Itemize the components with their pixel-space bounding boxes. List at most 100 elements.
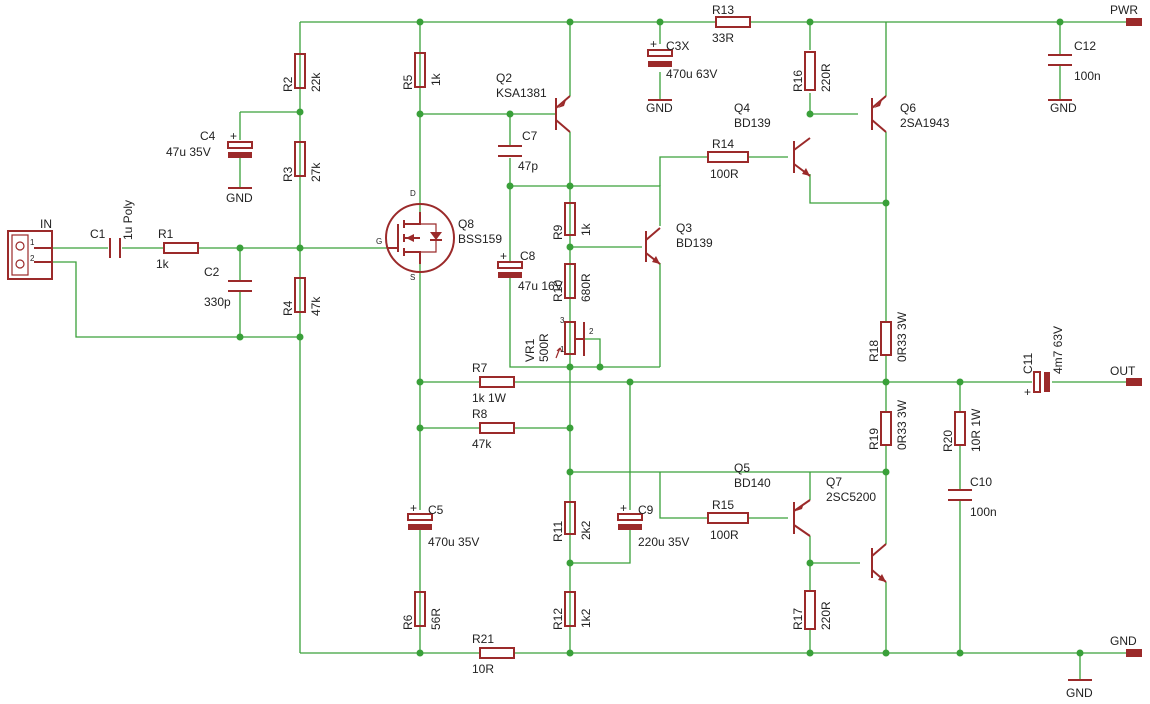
resistor-r6[interactable]: R6 56R: [401, 591, 443, 630]
resistor-r20[interactable]: R20 10R 1W: [941, 408, 983, 452]
r4-name: R4: [281, 300, 295, 316]
capacitor-c2[interactable]: C2 330p: [204, 265, 252, 309]
gnd-port-label: GND: [1110, 634, 1137, 648]
c3x-value: 470u 63V: [666, 67, 717, 81]
r11-value: 2k2: [579, 520, 593, 540]
capacitor-c8[interactable]: + C8 47u 16V: [497, 249, 563, 293]
gnd-port[interactable]: GND: [1110, 634, 1142, 657]
c9-name: C9: [638, 503, 654, 517]
transistor-q2[interactable]: Q2 KSA1381: [496, 71, 571, 133]
capacitor-c1[interactable]: C1 1u Poly: [90, 200, 135, 258]
vr1-value: 500R: [537, 333, 551, 362]
r5-value: 1k: [429, 72, 443, 86]
capacitor-c4[interactable]: + C4 47u 35V: [166, 129, 253, 159]
transistor-q7[interactable]: Q7 2SC5200: [826, 475, 887, 583]
q8-value: BSS159: [458, 232, 502, 246]
resistor-r14[interactable]: R14 100R: [707, 137, 749, 181]
out-port-label: OUT: [1110, 364, 1136, 378]
r16-name: R16: [791, 70, 805, 92]
resistor-r5[interactable]: R5 1k: [401, 52, 443, 90]
r8-name: R8: [472, 407, 488, 421]
out-port[interactable]: OUT: [1110, 364, 1142, 386]
c7-value: 47p: [518, 159, 538, 173]
r13-value: 33R: [712, 31, 734, 45]
resistor-r4[interactable]: R4 47k: [281, 277, 323, 316]
capacitor-c9[interactable]: + C9 220u 35V: [617, 501, 689, 549]
c4-value: 47u 35V: [166, 145, 211, 159]
q7-value: 2SC5200: [826, 490, 876, 504]
r2-name: R2: [281, 76, 295, 92]
q5-value: BD140: [734, 476, 771, 490]
transistor-q5[interactable]: Q5 BD140: [734, 461, 811, 537]
q8-name: Q8: [458, 217, 474, 231]
input-pin1-label: 1: [30, 238, 35, 247]
transistor-q4[interactable]: Q4 BD139: [734, 101, 811, 177]
c8-value: 47u 16V: [518, 279, 563, 293]
transistor-q8[interactable]: Q8 BSS159 D G S: [376, 189, 502, 282]
r17-name: R17: [791, 608, 805, 630]
q6-name: Q6: [900, 101, 916, 115]
r8-value: 47k: [472, 437, 492, 451]
capacitor-c5[interactable]: + C5 470u 35V: [407, 501, 479, 549]
resistor-r1[interactable]: R1 1k: [156, 227, 199, 271]
r4-value: 47k: [309, 296, 323, 316]
r3-value: 27k: [309, 162, 323, 182]
r12-value: 1k2: [579, 608, 593, 628]
capacitor-c11[interactable]: + C11 4m7 63V: [1021, 326, 1065, 399]
resistor-r3[interactable]: R3 27k: [281, 141, 323, 182]
q3-name: Q3: [676, 221, 692, 235]
gnd-symbol-c12: GND: [1048, 99, 1077, 115]
resistor-r11[interactable]: R11 2k2: [551, 501, 593, 542]
c11-plus: +: [1024, 385, 1031, 399]
resistor-r18[interactable]: R18 0R33 3W: [867, 311, 909, 362]
r10-value: 680R: [579, 273, 593, 302]
c5-plus: +: [410, 501, 417, 515]
r18-value: 0R33 3W: [895, 311, 909, 362]
c1-name: C1: [90, 227, 106, 241]
resistor-r8[interactable]: R8 47k: [472, 407, 515, 451]
r16-value: 220R: [819, 63, 833, 92]
resistor-r15[interactable]: R15 100R: [707, 498, 749, 542]
resistor-r7[interactable]: R7 1k 1W: [472, 361, 515, 405]
trimmer-vr1[interactable]: 3 2 1 VR1 500R: [523, 316, 594, 362]
capacitor-c12[interactable]: C12 100n: [1048, 39, 1101, 83]
c1-value: 1u Poly: [121, 200, 135, 240]
capacitor-c3x[interactable]: + C3X 470u 63V: [647, 37, 717, 81]
r1-name: R1: [158, 227, 174, 241]
resistor-r12[interactable]: R12 1k2: [551, 591, 593, 630]
r10-name: R10: [551, 280, 565, 302]
resistor-r9[interactable]: R9 1k: [551, 202, 593, 240]
junction-dots: [236, 18, 1084, 657]
resistor-r16[interactable]: R16 220R: [791, 51, 833, 92]
pwr-port-label: PWR: [1110, 3, 1138, 17]
input-connector-label: IN: [40, 217, 52, 231]
r2-value: 22k: [309, 72, 323, 92]
c5-value: 470u 35V: [428, 535, 479, 549]
resistor-r2[interactable]: R2 22k: [281, 53, 323, 92]
q4-value: BD139: [734, 116, 771, 130]
vr1-pin2: 2: [589, 327, 594, 336]
c2-value: 330p: [204, 295, 231, 309]
resistor-r21[interactable]: R21 10R: [472, 632, 515, 676]
resistor-r10[interactable]: R10 680R: [551, 263, 593, 302]
r7-name: R7: [472, 361, 488, 375]
r18-name: R18: [867, 340, 881, 362]
vr1-pin1: 1: [560, 345, 565, 354]
resistor-r19[interactable]: R19 0R33 3W: [867, 399, 909, 450]
r19-name: R19: [867, 428, 881, 450]
r19-value: 0R33 3W: [895, 399, 909, 450]
r6-value: 56R: [429, 608, 443, 630]
r21-name: R21: [472, 632, 494, 646]
gnd-label-main: GND: [1066, 686, 1093, 700]
q2-value: KSA1381: [496, 86, 547, 100]
capacitor-c10[interactable]: C10 100n: [948, 475, 997, 519]
capacitor-c7[interactable]: C7 47p: [498, 129, 538, 173]
input-connector[interactable]: IN 1 2: [7, 217, 53, 280]
resistor-r17[interactable]: R17 220R: [791, 590, 833, 630]
transistor-q6[interactable]: Q6 2SA1943: [871, 95, 950, 133]
r9-value: 1k: [579, 222, 593, 236]
pwr-port[interactable]: PWR: [1110, 3, 1142, 26]
resistor-r13[interactable]: R13 33R: [712, 3, 751, 45]
transistor-q3[interactable]: Q3 BD139: [645, 221, 713, 265]
c8-plus: +: [500, 249, 507, 263]
